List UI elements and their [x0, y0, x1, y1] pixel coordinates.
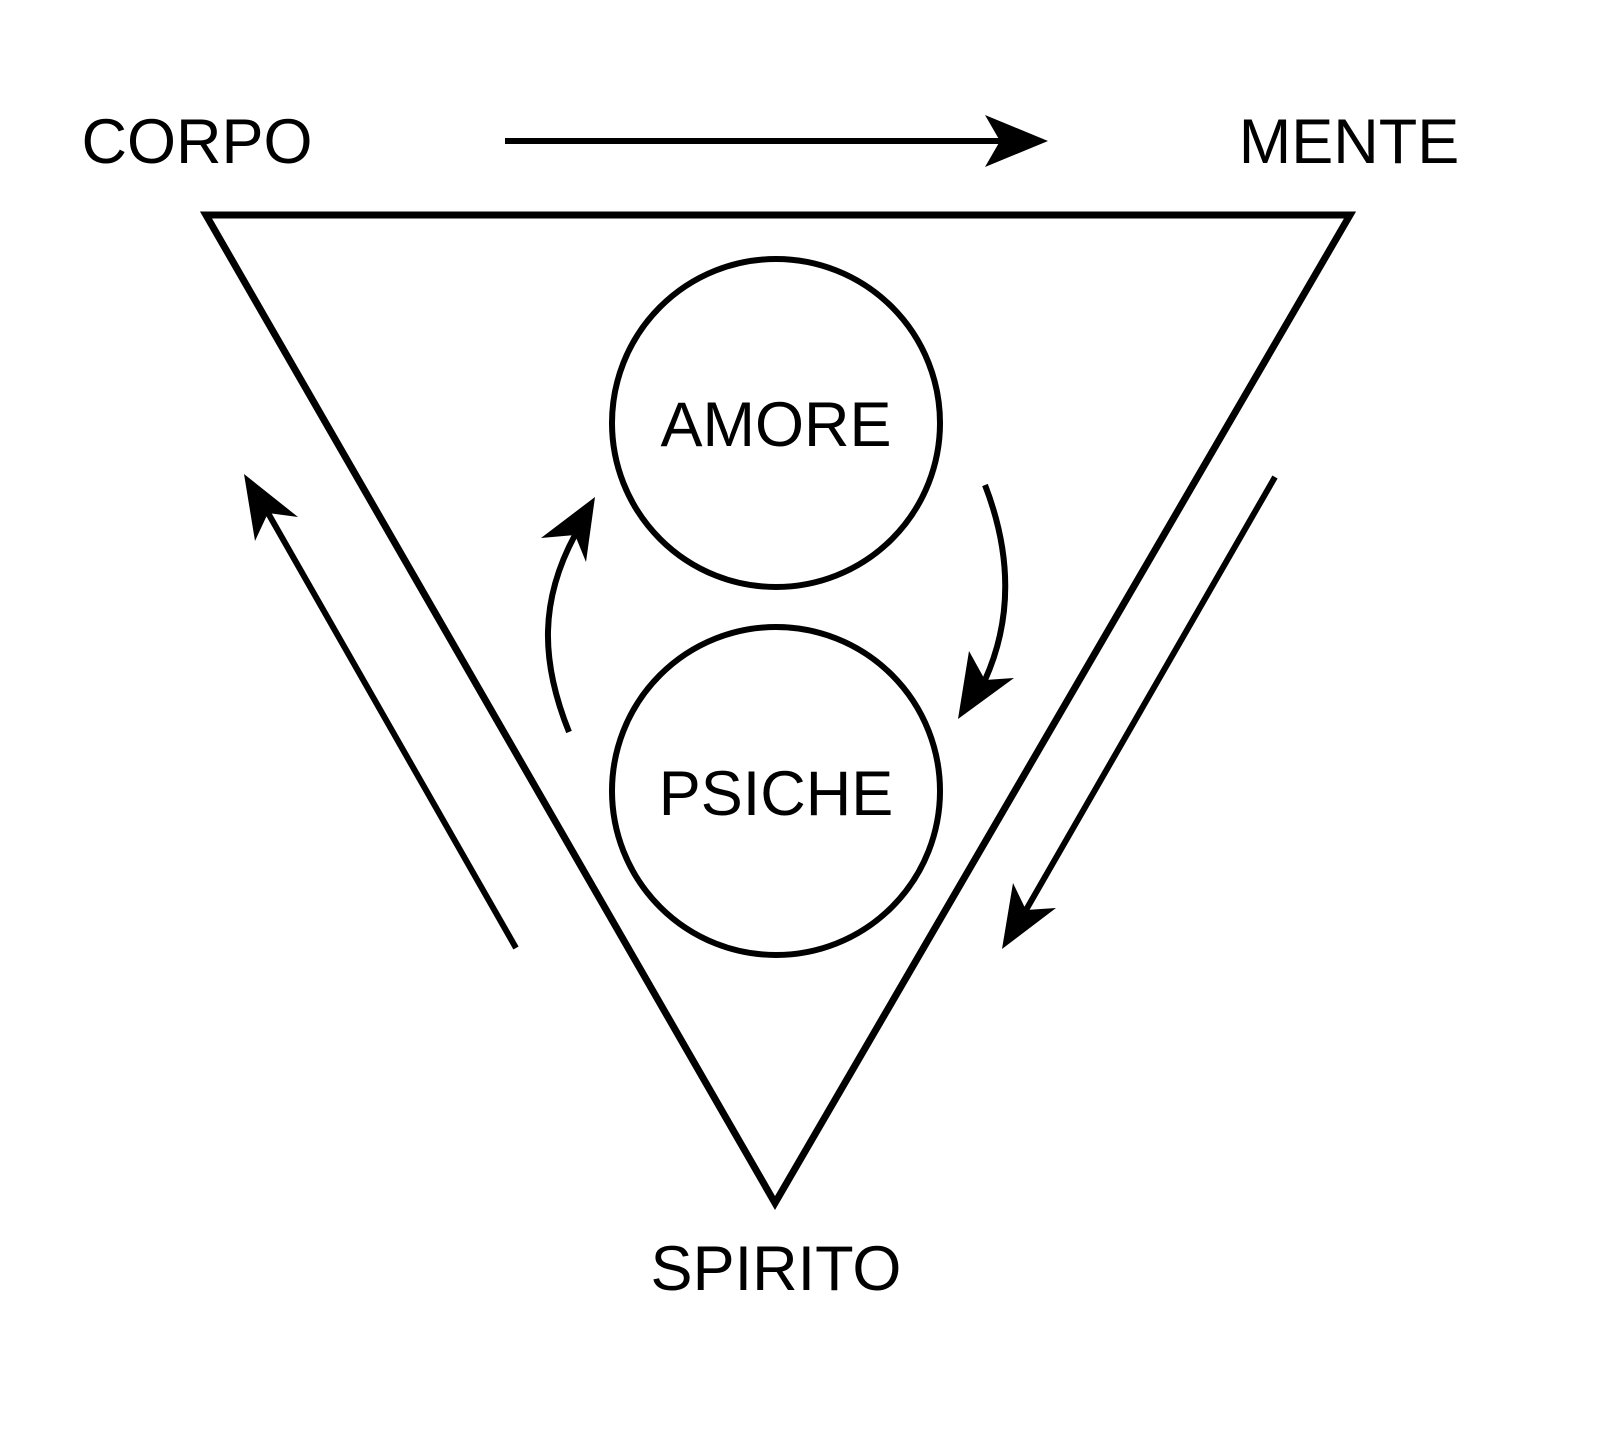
arrow-mente-to-spirito: [1023, 475, 1278, 912]
label-amore: AMORE: [660, 390, 891, 460]
arrowhead-icon: [541, 497, 595, 562]
psiche-circle: [609, 624, 943, 958]
arrow-spirito-to-corpo: [265, 511, 519, 950]
amore-circle: [609, 256, 943, 590]
arrowhead-icon: [1002, 883, 1056, 949]
label-mente: MENTE: [1239, 107, 1460, 177]
curved-arrow-psiche-to-amore: [544, 533, 578, 734]
arrowhead-icon: [985, 115, 1048, 167]
label-corpo: CORPO: [81, 107, 312, 177]
arrowhead-icon: [244, 474, 298, 541]
arrowhead-icon: [958, 651, 1014, 719]
triangle: [199, 211, 1357, 1210]
curved-arrow-amore-to-psiche: [982, 483, 1009, 682]
label-spirito: SPIRITO: [651, 1234, 902, 1304]
label-psiche: PSICHE: [659, 759, 894, 829]
